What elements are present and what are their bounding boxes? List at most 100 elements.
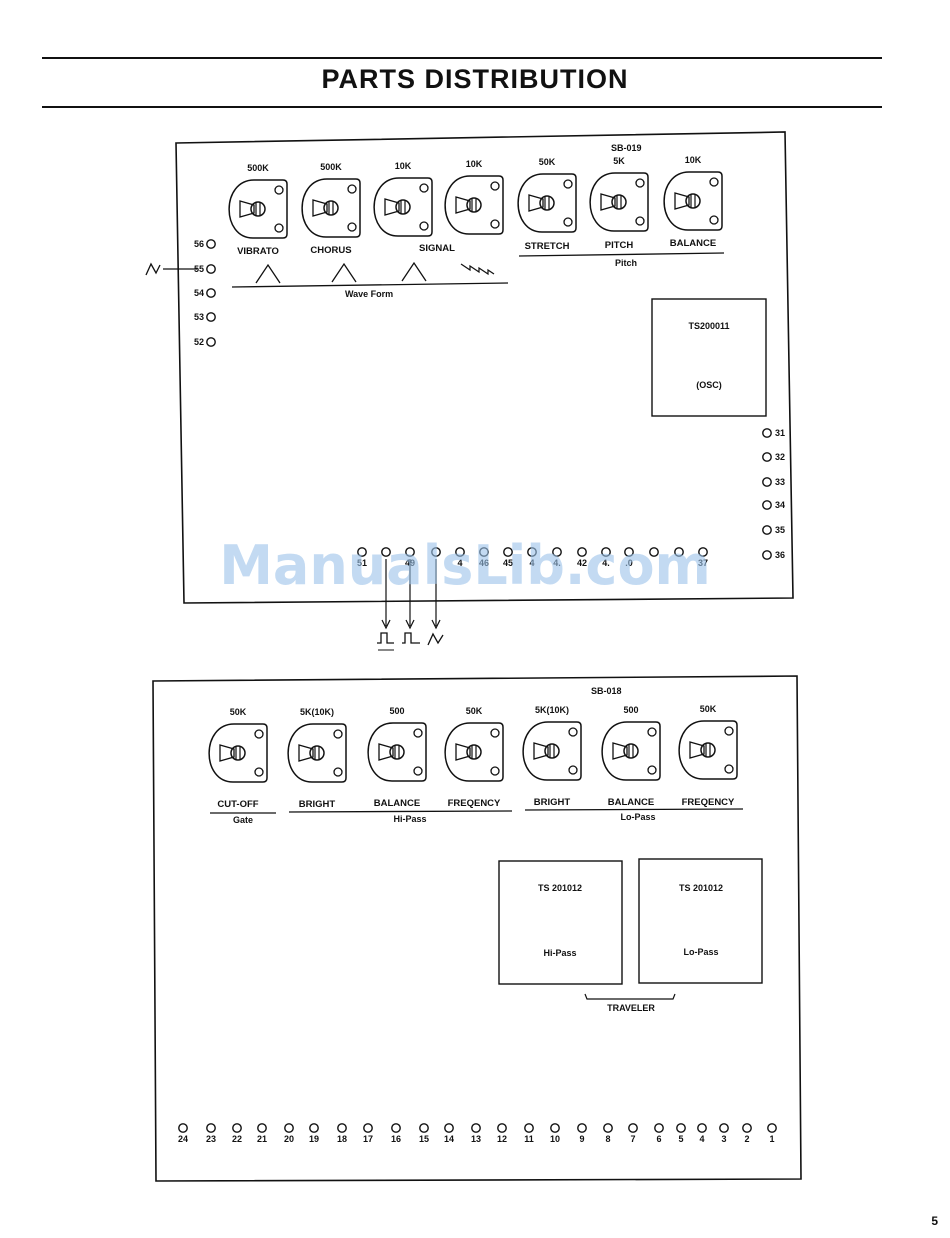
terminal-number: 56 bbox=[194, 239, 204, 249]
group-lopass: Lo-Pass bbox=[620, 812, 655, 822]
terminal: 12 bbox=[497, 1123, 507, 1144]
pot-label: BALANCE bbox=[608, 797, 654, 808]
osc-module-part: TS200011 bbox=[688, 321, 729, 331]
pot-value: 500 bbox=[623, 705, 638, 715]
terminal-number: 5 bbox=[678, 1134, 683, 1144]
terminal: 42 bbox=[577, 547, 587, 568]
terminal: .0 bbox=[624, 547, 634, 568]
terminal: 55 bbox=[194, 264, 216, 274]
pot-value: 50K bbox=[539, 157, 556, 167]
hipass-module bbox=[498, 860, 623, 985]
terminal-number: 23 bbox=[206, 1134, 216, 1144]
terminal bbox=[649, 547, 659, 557]
page-title: PARTS DISTRIBUTION bbox=[321, 64, 629, 94]
terminal-number: 18 bbox=[337, 1134, 347, 1144]
terminal: 46 bbox=[479, 547, 489, 568]
terminal: 52 bbox=[194, 337, 216, 347]
pot-value: 5K bbox=[613, 156, 625, 166]
title-rule-bottom bbox=[42, 106, 882, 108]
terminal-number: 4. bbox=[553, 558, 561, 568]
terminal-number: 1 bbox=[769, 1134, 774, 1144]
pulse-wave-icon bbox=[377, 632, 394, 644]
watermark: ManualsLib.com bbox=[219, 534, 711, 597]
terminal: 10 bbox=[550, 1123, 560, 1144]
terminal: 56 bbox=[194, 239, 216, 249]
pot-value: 50K bbox=[230, 707, 247, 717]
terminal-number: 4. bbox=[602, 558, 610, 568]
terminal: 34 bbox=[762, 500, 785, 510]
pot-value: 10K bbox=[685, 155, 702, 165]
board-id: SB-019 bbox=[611, 143, 642, 153]
terminal: 17 bbox=[363, 1123, 373, 1144]
pot-label: CHORUS bbox=[310, 245, 351, 256]
pot-label: BALANCE bbox=[374, 798, 420, 809]
terminal: 1 bbox=[767, 1123, 777, 1144]
terminal-number: 16 bbox=[391, 1134, 401, 1144]
terminal: 14 bbox=[444, 1123, 454, 1144]
terminal-number: 9 bbox=[579, 1134, 584, 1144]
terminal-number: 13 bbox=[471, 1134, 481, 1144]
terminal: 22 bbox=[232, 1123, 242, 1144]
pot-value: 50K bbox=[700, 704, 717, 714]
terminal-number: 19 bbox=[309, 1134, 319, 1144]
terminal-number: 2 bbox=[744, 1134, 749, 1144]
triangle-wave-icon bbox=[401, 261, 427, 282]
potentiometer: 5K(10K)BRIGHT bbox=[522, 705, 582, 808]
sine-wave-icon bbox=[427, 632, 444, 646]
terminal-number: 17 bbox=[363, 1134, 373, 1144]
terminal: 11 bbox=[524, 1123, 534, 1144]
triangle-wave-icon bbox=[255, 263, 281, 284]
title-rule-top bbox=[42, 57, 882, 59]
pot-value: 500K bbox=[320, 162, 342, 172]
terminal: 2 bbox=[742, 1123, 752, 1144]
terminal-number: 42 bbox=[577, 558, 587, 568]
pot-value: 10K bbox=[395, 161, 412, 171]
terminal-number: 35 bbox=[775, 525, 785, 535]
terminal: 4 bbox=[697, 1123, 707, 1144]
terminal-number: 4 bbox=[699, 1134, 704, 1144]
terminal: 51 bbox=[357, 547, 367, 568]
terminal-number: 21 bbox=[257, 1134, 267, 1144]
osc-module-function: (OSC) bbox=[696, 380, 722, 390]
terminal: 23 bbox=[206, 1123, 216, 1144]
potentiometer: 500K CHORUS bbox=[301, 162, 361, 256]
pot-value: 5K(10K) bbox=[535, 705, 569, 715]
terminal: 53 bbox=[194, 312, 216, 322]
terminal: 18 bbox=[337, 1123, 347, 1144]
board-id: SB-018 bbox=[591, 686, 622, 696]
terminal: 36 bbox=[762, 550, 785, 560]
group-hipass: Hi-Pass bbox=[393, 814, 426, 824]
terminal-number: 31 bbox=[775, 428, 785, 438]
terminal-number: 3 bbox=[721, 1134, 726, 1144]
terminal-number: 54 bbox=[194, 288, 204, 298]
pulse-wave-icon bbox=[402, 632, 420, 644]
pot-label: VIBRATO bbox=[237, 246, 279, 257]
group-wave-form: Wave Form bbox=[345, 289, 393, 299]
terminal: 3 bbox=[719, 1123, 729, 1144]
terminal-number: 52 bbox=[194, 337, 204, 347]
pot-label: CUT-OFF bbox=[217, 799, 258, 810]
pot-value: 10K bbox=[466, 159, 483, 169]
terminal: 4 bbox=[527, 547, 537, 568]
pot-label: PITCH bbox=[605, 240, 634, 251]
terminal: 6 bbox=[654, 1123, 664, 1144]
triangle-wave-icon bbox=[331, 262, 357, 283]
terminal-number: .0 bbox=[625, 558, 633, 568]
terminal: 19 bbox=[309, 1123, 319, 1144]
terminal-number: 20 bbox=[284, 1134, 294, 1144]
terminal: 35 bbox=[762, 525, 785, 535]
terminal bbox=[381, 547, 391, 557]
potentiometer: 10K SIGNAL bbox=[419, 159, 504, 254]
terminal-number: 14 bbox=[444, 1134, 454, 1144]
pot-label: SIGNAL bbox=[419, 243, 455, 254]
terminal: 31 bbox=[762, 428, 785, 438]
